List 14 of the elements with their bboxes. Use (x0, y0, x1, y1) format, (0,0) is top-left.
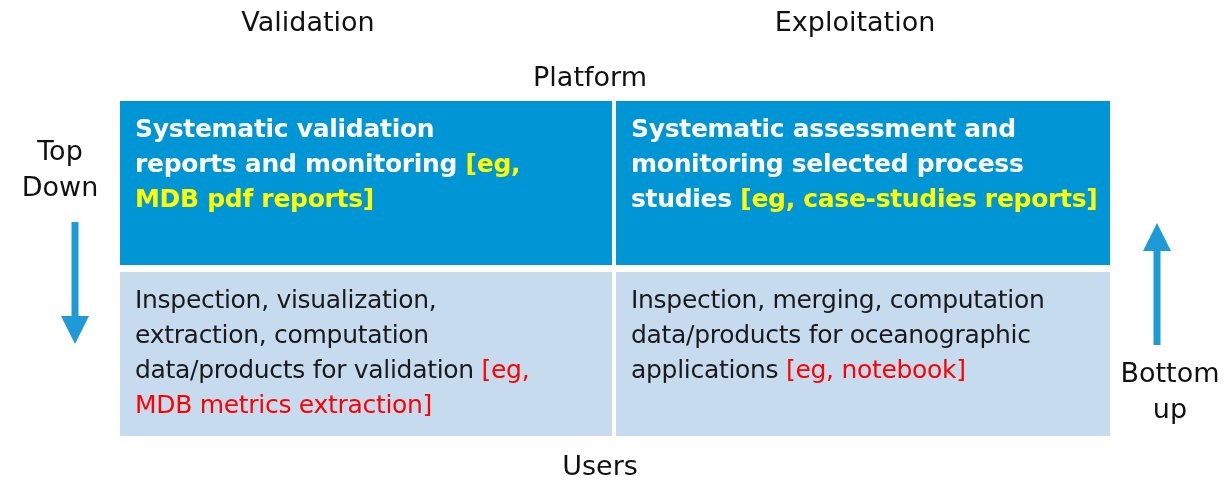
axis-label: Exploitation (773, 5, 937, 39)
cell-text: Systematic validation reports and monitoring [eg, MDB pdf reports] (135, 113, 522, 215)
table-cell (616, 101, 1110, 265)
cell-text: Systematic assessment and monitoring selected process studies [eg, case-studies reports] (631, 113, 1099, 215)
axis-label: Validation (240, 5, 376, 39)
axis-label: Platform (532, 60, 648, 94)
table-cell (616, 272, 1110, 436)
cell-text: Inspection, visualization, extraction, computation data/products for validation [eg, MDB metrics extraction] (135, 284, 531, 421)
axis-label: Bottom up (1119, 356, 1221, 426)
axis-label: Users (561, 449, 639, 481)
cell-text: Inspection, merging, computation data/products for oceanographic applications [eg, notebook] (631, 284, 1046, 386)
table-cell (120, 101, 612, 265)
table-cell (120, 272, 612, 436)
axis-label: Top Down (20, 134, 100, 204)
